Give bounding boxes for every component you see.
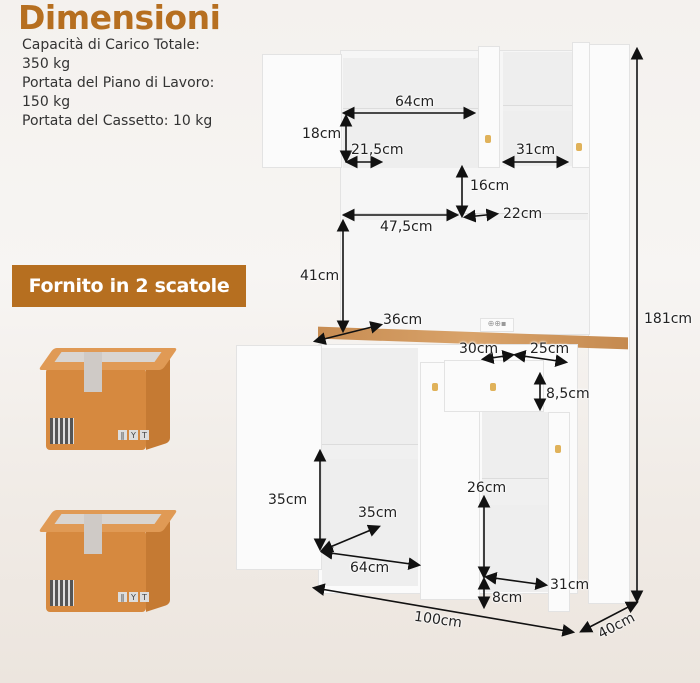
dim-open-shelf-depth: 22cm xyxy=(503,206,543,222)
lower-right-shelf xyxy=(482,478,550,505)
drawer[interactable] xyxy=(444,360,544,412)
page-title: Dimensioni xyxy=(18,0,221,37)
dim-lower-left-depth: 35cm xyxy=(358,505,398,521)
dim-lower-right-kick: 8cm xyxy=(492,590,523,606)
upper-middle-door[interactable] xyxy=(478,46,500,168)
dim-hutch-height: 41cm xyxy=(300,268,340,284)
side-panel xyxy=(588,44,630,604)
spec-line: 350 kg xyxy=(22,56,71,72)
dim-upper-shelf-depth: 21,5cm xyxy=(351,142,404,158)
umbrella-keep-dry-icon: T xyxy=(140,430,149,440)
upper-left-door[interactable] xyxy=(262,54,342,168)
dim-upper-shelf-height: 18cm xyxy=(302,126,342,142)
dim-open-shelf-height: 16cm xyxy=(470,178,510,194)
lower-left-door[interactable] xyxy=(236,345,322,570)
umbrella-keep-dry-icon: T xyxy=(140,592,149,602)
dim-total-height: 181cm xyxy=(644,311,693,327)
this-side-up-icon: ∥ xyxy=(118,592,127,602)
spec-line: Portata del Cassetto: 10 kg xyxy=(22,113,213,129)
dim-lower-right-height: 26cm xyxy=(467,480,507,496)
shipping-badge: Fornito in 2 scatole xyxy=(12,265,246,307)
dim-upper-cabinet-width: 64cm xyxy=(395,94,435,110)
this-side-up-icon: ∥ xyxy=(118,430,127,440)
dim-worktop-depth: 36cm xyxy=(383,312,423,328)
dim-upper-right-width: 31cm xyxy=(516,142,556,158)
barcode-icon xyxy=(50,580,74,606)
dim-drawer-height: 8,5cm xyxy=(546,386,590,402)
dim-lower-left-height: 35cm xyxy=(268,492,308,508)
door-knob xyxy=(555,445,561,453)
upper-right-door[interactable] xyxy=(572,42,590,168)
upper-right-shelf xyxy=(503,105,573,111)
door-knob xyxy=(432,383,438,391)
fragile-glass-icon: Y xyxy=(129,430,138,440)
dim-drawer-depth: 25cm xyxy=(530,341,570,357)
dim-lower-right-width: 31cm xyxy=(550,577,590,593)
door-knob xyxy=(485,135,491,143)
barcode-icon xyxy=(50,418,74,444)
dim-open-shelf-width: 47,5cm xyxy=(380,219,433,235)
fragile-glass-icon: Y xyxy=(129,592,138,602)
power-outlet-icon: ⊕⊕▪ xyxy=(480,318,514,332)
drawer-knob xyxy=(490,383,496,391)
spec-line: Capacità di Carico Totale: xyxy=(22,37,200,53)
lower-left-shelf xyxy=(322,444,418,459)
load-capacity-specs: Capacità di Carico Totale: 350 kg Portat… xyxy=(22,36,214,131)
spec-line: 150 kg xyxy=(22,94,71,110)
dim-drawer-width: 30cm xyxy=(459,341,499,357)
dim-lower-left-width: 64cm xyxy=(350,560,390,576)
spec-line: Portata del Piano di Lavoro: xyxy=(22,75,215,91)
door-knob xyxy=(576,143,582,151)
